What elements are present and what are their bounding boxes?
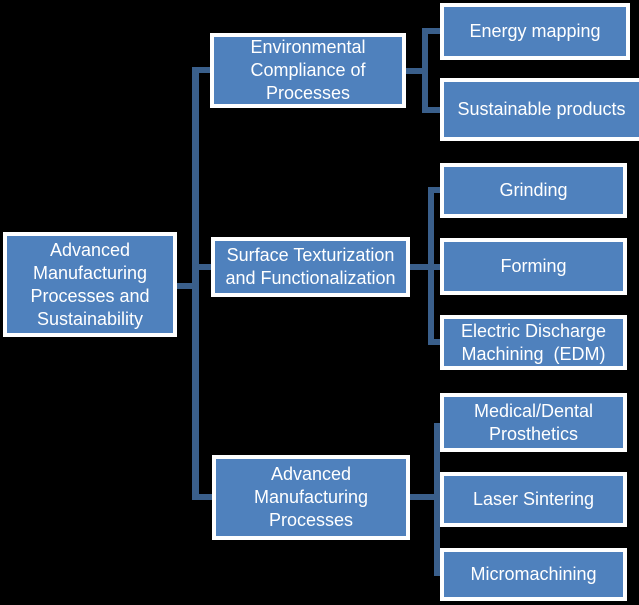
- node-energy-mapping: Energy mapping: [440, 3, 630, 60]
- node-medical-dental-prosthetics-label: Medical/Dental: [473, 400, 594, 421]
- node-sustainable-products-label: Sustainable products: [457, 99, 626, 119]
- node-sustainable-products: Sustainable products: [440, 78, 639, 141]
- connector-stub-edm: [428, 339, 444, 345]
- connector-stub-laser: [434, 496, 444, 502]
- node-edm: Electric Discharge Machining (EDM): [440, 315, 627, 370]
- connector-stub-forming: [428, 264, 444, 270]
- node-root: Advanced Manufacturing Processes and Sus…: [3, 232, 177, 337]
- connector-advanced-feeder: [410, 494, 440, 500]
- node-grinding-label: Grinding: [499, 180, 568, 200]
- node-root-label: Advanced: [49, 239, 131, 260]
- connector-root-feeder: [177, 283, 199, 289]
- connector-environmental-feeder: [406, 68, 428, 74]
- connector-stub-energy-mapping: [422, 28, 444, 34]
- node-medical-dental-prosthetics: Medical/Dental Prosthetics: [440, 393, 627, 452]
- node-micromachining-label: Micromachining: [470, 564, 597, 584]
- node-environmental-compliance: Environmental Compliance of Processes: [210, 33, 406, 108]
- node-advanced-manufacturing-label: Advanced: [270, 464, 352, 484]
- connector-stub-advanced: [192, 494, 216, 500]
- node-grinding: Grinding: [440, 163, 627, 218]
- node-forming: Forming: [440, 238, 627, 295]
- node-laser-sintering: Laser Sintering: [440, 472, 627, 527]
- node-advanced-manufacturing: Advanced Manufacturing Processes: [212, 455, 410, 540]
- connector-group1-trunk: [422, 28, 428, 113]
- connector-stub-grinding: [428, 187, 444, 193]
- node-forming-label: Forming: [500, 256, 567, 276]
- node-laser-sintering-label: Laser Sintering: [472, 489, 595, 509]
- connector-stub-micromachining: [434, 570, 444, 576]
- node-energy-mapping-label: Energy mapping: [469, 21, 601, 41]
- connector-left-trunk: [192, 67, 199, 500]
- node-surface-texturization: Surface Texturization and Functionalizat…: [211, 237, 410, 297]
- connector-surface-feeder: [410, 264, 434, 270]
- node-environmental-compliance-label: Environmental: [250, 37, 366, 57]
- connector-stub-medical: [434, 423, 444, 429]
- node-micromachining: Micromachining: [440, 548, 627, 601]
- connector-stub-sustainable: [422, 107, 444, 113]
- connector-stub-environmental: [192, 67, 214, 73]
- connector-stub-surface: [192, 264, 215, 270]
- node-surface-texturization-label: Surface Texturization: [226, 245, 395, 265]
- node-edm-label: Electric Discharge: [460, 320, 607, 341]
